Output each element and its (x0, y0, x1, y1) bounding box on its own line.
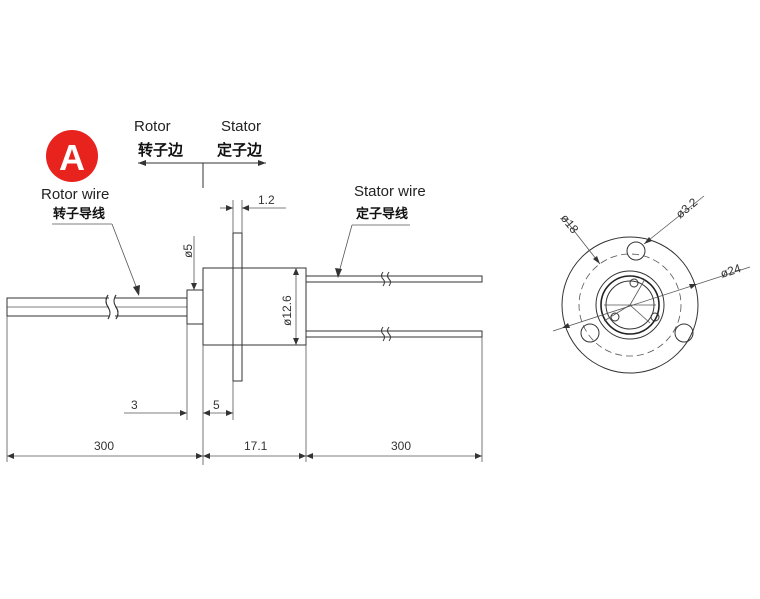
dim-rotor-wire-length-text: 300 (94, 439, 114, 453)
dim-flange-thickness: 1.2 (220, 193, 286, 233)
dim-shoulder-length-text: 5 (213, 398, 220, 412)
dim-shaft-diameter-text: ø5 (181, 244, 195, 258)
mounting-flange (232, 232, 243, 382)
stator-body (202, 267, 307, 346)
dim-hole-diameter: ø3.2 (643, 195, 705, 245)
dim-body-length-text: 17.1 (244, 439, 268, 453)
end-view-mount-hole-top (626, 241, 646, 261)
end-view-body-inner (600, 275, 660, 335)
stator-wire-top (305, 271, 483, 287)
dim-pitch-circle-text: ø18 (558, 211, 582, 236)
rotor-wire-cn-label: 转子导线 (53, 206, 105, 222)
stator-wire-bottom (305, 326, 483, 342)
end-view-pin-top (629, 278, 639, 288)
rotor-label: Rotor (134, 118, 171, 135)
stator-wire-label: Stator wire (354, 183, 426, 200)
dim-shaft-shoulder: 3 5 (124, 324, 234, 465)
rotor-cn-label: 转子边 (138, 141, 184, 159)
rotor-wire-bundle (6, 294, 188, 320)
rotor-shaft (186, 289, 204, 325)
stator-cn-label: 定子边 (217, 141, 263, 159)
end-view-pitch-circle (578, 253, 682, 357)
dim-pitch-circle: ø18 (558, 211, 601, 265)
dim-body-diameter-text: ø12.6 (280, 295, 294, 326)
rotor-stator-divider (138, 160, 266, 188)
stator-wire-cn-label: 定子导线 (355, 206, 408, 222)
dim-flange-thickness-text: 1.2 (258, 193, 275, 207)
badge-circle (46, 130, 98, 182)
stator-label: Stator (221, 118, 261, 135)
stator-wire-leader (335, 224, 410, 278)
dim-flange-diameter-text: ø24 (719, 261, 743, 281)
dim-stator-wire-length-text: 300 (391, 439, 411, 453)
dim-overall-lengths: 300 17.1 300 (6, 316, 483, 462)
dim-shaft-length-text: 3 (131, 398, 138, 412)
end-view-body-outer (595, 270, 665, 340)
end-view (561, 236, 699, 374)
end-view-mount-hole-right (674, 323, 694, 343)
rotor-wire-leader (52, 223, 140, 296)
badge-letter: A (59, 137, 85, 178)
dim-shaft-diameter: ø5 (181, 236, 197, 290)
badge-a: A (46, 130, 98, 182)
rotor-wire-label: Rotor wire (41, 186, 109, 203)
end-view-flange-outline (561, 236, 699, 374)
dim-flange-diameter: ø24 (552, 261, 751, 332)
end-view-pin-right (650, 312, 660, 322)
end-view-mount-hole-left (580, 323, 600, 343)
dim-body-diameter: ø12.6 (280, 268, 299, 345)
